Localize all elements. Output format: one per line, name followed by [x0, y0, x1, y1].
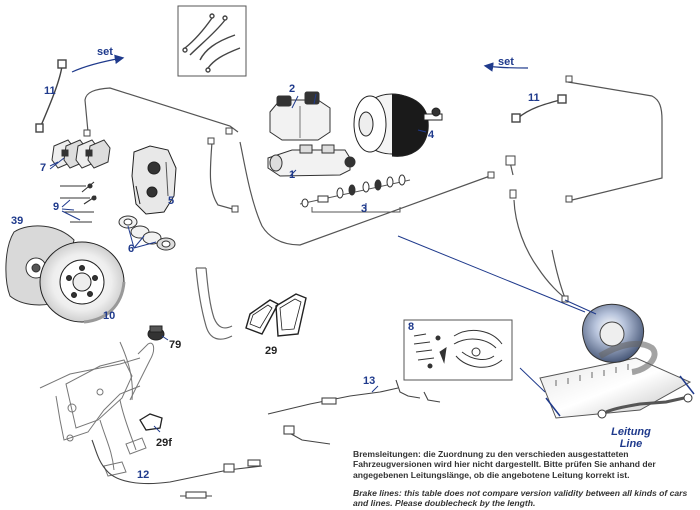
- tape-label-line1: Leitung: [611, 426, 651, 438]
- callout-12: 12: [137, 469, 150, 481]
- set-arrow-right: [483, 62, 529, 72]
- tape-label: Leitung Line: [606, 426, 656, 450]
- set-arrow-left: [71, 54, 125, 73]
- callout-10: 10: [103, 310, 116, 322]
- reservoir-2: [269, 91, 331, 141]
- callout-8: 8: [408, 321, 415, 333]
- repair-kit-3: [299, 174, 411, 213]
- callout-11-left: 11: [44, 85, 56, 97]
- caliper-seals-6: [118, 215, 176, 251]
- brake-hose-right: [511, 94, 567, 123]
- line-fittings: [83, 75, 573, 303]
- brake-caliper-5: [131, 145, 177, 215]
- callout-leaders: [49, 93, 597, 433]
- callout-39: 39: [11, 215, 24, 227]
- tape-label-line2: Line: [619, 438, 643, 450]
- pedal-box-assembly: [39, 341, 155, 477]
- brake-pedal-arm: [195, 267, 233, 340]
- callout-6: 6: [128, 243, 135, 255]
- brake-hose-left: [35, 59, 67, 133]
- callout-9: 9: [53, 201, 60, 213]
- callout-1: 1: [289, 169, 296, 181]
- callout-29f: 29f: [156, 437, 172, 449]
- pedal-rubbers-29: [245, 293, 307, 337]
- brake-disc-10: [39, 241, 126, 324]
- brake-booster-4: [353, 93, 443, 157]
- set-label-left: set: [97, 46, 113, 58]
- pedal-pad-29f: [139, 413, 163, 431]
- callout-2: 2: [289, 83, 296, 95]
- callout-29: 29: [265, 345, 278, 357]
- dust-cap-79: [147, 325, 165, 341]
- brake-pads-7: [51, 139, 111, 169]
- brake-hose-set-top: [177, 5, 247, 77]
- note-german: Bremsleitungen: die Zuordnung zu den ver…: [353, 449, 656, 480]
- callout-11-right: 11: [528, 92, 540, 104]
- callout-13: 13: [363, 375, 376, 387]
- brake-lines: [84, 81, 663, 301]
- set-label-right: set: [498, 56, 514, 68]
- tape-measure-graphic: [539, 303, 695, 419]
- master-cylinder-1: [267, 144, 356, 177]
- handbrake-cable-13: [267, 379, 441, 445]
- callout-5: 5: [168, 195, 175, 207]
- handbrake-cable-12: [91, 439, 263, 499]
- pad-pins-9: [60, 181, 97, 223]
- callout-3: 3: [361, 203, 368, 215]
- callout-79: 79: [169, 339, 182, 351]
- note-english: Brake lines: this table does not compare…: [353, 488, 688, 509]
- callout-7: 7: [40, 162, 47, 174]
- brake-shoe-kit-8: [403, 319, 513, 381]
- callout-4: 4: [428, 129, 435, 141]
